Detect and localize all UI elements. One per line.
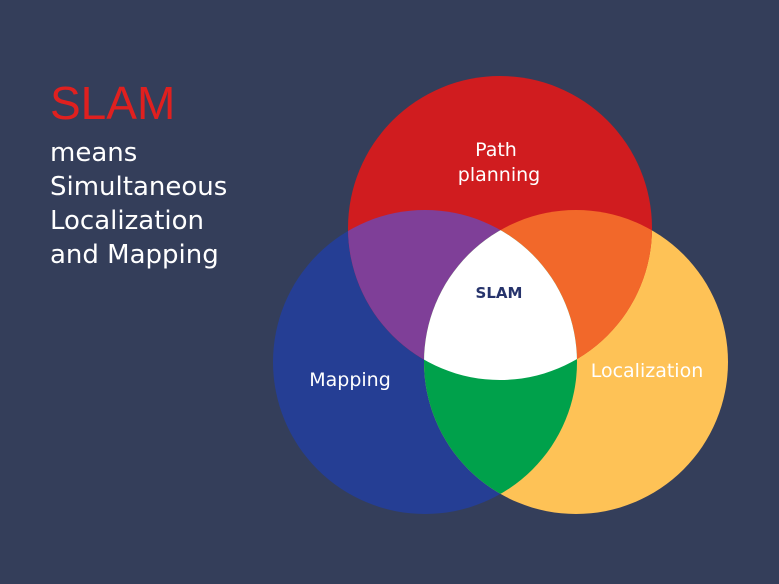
slam-title: SLAM (50, 77, 176, 129)
definition-line: and Mapping (50, 240, 219, 270)
definition-line: means (50, 138, 138, 168)
path-planning-label: Path planning (458, 139, 540, 186)
localization-label: Localization (591, 360, 704, 382)
path-planning-label-line: Path (475, 139, 517, 161)
definition-line: Simultaneous (50, 172, 228, 202)
path-planning-label-line: planning (458, 164, 540, 186)
center-slam-label: SLAM (476, 284, 523, 302)
mapping-label: Mapping (309, 369, 391, 391)
slam-definition: means Simultaneous Localization and Mapp… (50, 136, 280, 272)
definition-line: Localization (50, 206, 204, 236)
